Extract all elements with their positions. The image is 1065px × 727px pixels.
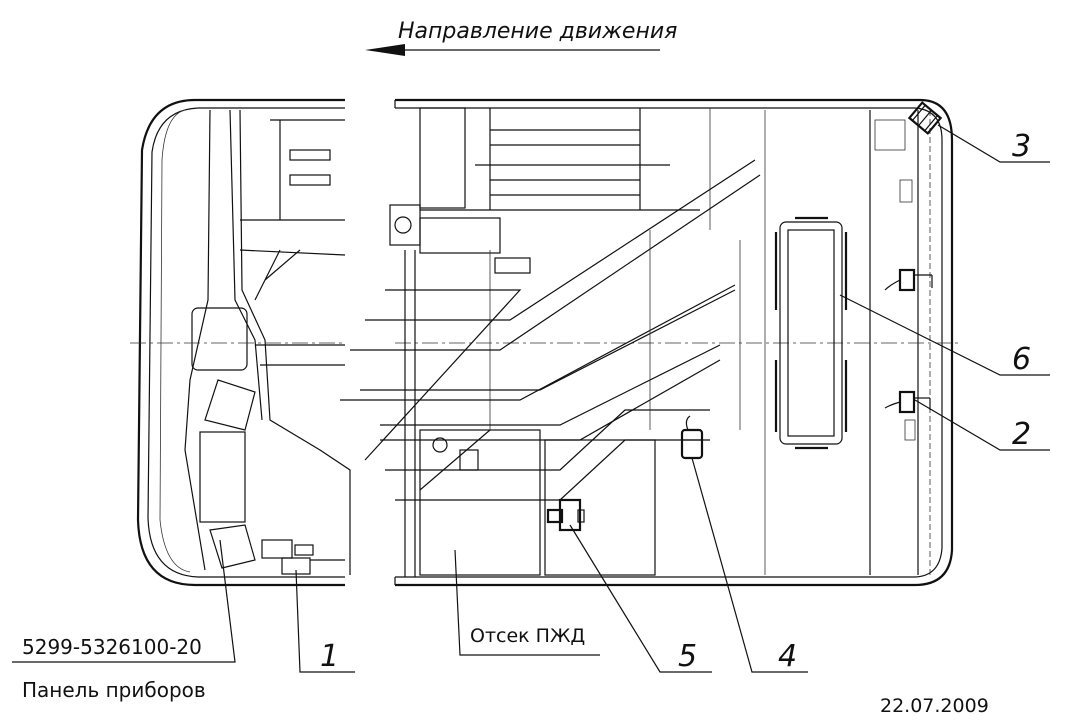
front-seat-1 bbox=[289, 149, 331, 161]
compartment-part bbox=[459, 449, 479, 471]
seat-outline-9 bbox=[395, 439, 710, 501]
seat-outline-3 bbox=[350, 174, 761, 351]
date-stamp: 22.07.2009 bbox=[880, 695, 989, 717]
compartment-diag bbox=[419, 429, 491, 491]
front-step-2 bbox=[239, 249, 346, 256]
leader-3 bbox=[937, 124, 1050, 163]
callout-6: 6 bbox=[1012, 342, 1031, 377]
direction-arrowhead bbox=[365, 44, 405, 56]
component-3 bbox=[907, 101, 943, 135]
front-seat-2 bbox=[289, 174, 331, 186]
cab-partition-inner bbox=[229, 109, 263, 421]
callout-5: 5 bbox=[678, 639, 697, 674]
component-4 bbox=[680, 415, 704, 460]
front-body-outline bbox=[136, 98, 345, 587]
direction-label: Направление движения bbox=[398, 19, 677, 44]
instrument-block-4 bbox=[209, 524, 256, 569]
leader-5 bbox=[569, 524, 712, 673]
dashboard-contour bbox=[184, 109, 211, 571]
callout-1: 1 bbox=[320, 639, 339, 674]
main-body-outline bbox=[395, 98, 954, 587]
callout-2: 2 bbox=[1012, 417, 1031, 452]
seat-outline-1 bbox=[364, 289, 522, 461]
leader-6 bbox=[839, 294, 1050, 376]
direction-indicator: Направление движения bbox=[365, 19, 677, 56]
compartment-valve bbox=[432, 437, 448, 453]
hatch-wheel bbox=[394, 216, 412, 234]
front-brace-1 bbox=[254, 249, 281, 301]
instrument-block-3 bbox=[199, 431, 246, 523]
front-section bbox=[130, 98, 351, 587]
leader-compartment bbox=[454, 549, 600, 656]
front-windshield-line bbox=[159, 109, 191, 573]
compartment-label: Отсек ПЖД bbox=[470, 625, 585, 647]
wall-box-3 bbox=[904, 419, 916, 441]
hatch-latch bbox=[494, 257, 531, 274]
seat-outline-2 bbox=[365, 159, 756, 321]
panel-box bbox=[261, 539, 293, 559]
stair-frame bbox=[419, 107, 466, 209]
main-section bbox=[340, 98, 960, 587]
panel-label: Панель приборов bbox=[22, 678, 206, 702]
leader-panel bbox=[12, 539, 236, 663]
main-body-inner bbox=[395, 107, 943, 578]
hatch-box bbox=[419, 217, 501, 254]
seat-outline-4 bbox=[360, 289, 736, 391]
connector-1-plug bbox=[294, 544, 314, 556]
wall-box-1 bbox=[874, 119, 906, 151]
leader-2 bbox=[914, 399, 1050, 451]
component-2-lower bbox=[884, 390, 931, 414]
bench bbox=[779, 221, 843, 445]
instrument-block-1 bbox=[191, 307, 248, 371]
callout-3: 3 bbox=[1012, 129, 1031, 164]
seat-outline-5 bbox=[340, 284, 736, 401]
leader-4 bbox=[691, 457, 808, 673]
callout-4: 4 bbox=[778, 639, 797, 674]
compartment-box-2 bbox=[544, 439, 656, 576]
components bbox=[546, 101, 943, 532]
front-brace-2 bbox=[264, 249, 301, 281]
instrument-block-2 bbox=[204, 379, 256, 431]
cab-partition bbox=[239, 109, 351, 575]
component-2-upper bbox=[884, 268, 933, 292]
bench-inner bbox=[787, 229, 835, 437]
leader-1 bbox=[295, 569, 355, 673]
wall-box-2 bbox=[899, 179, 913, 203]
compartment-box-1 bbox=[419, 429, 541, 576]
part-number: 5299-5326100-20 bbox=[22, 635, 202, 659]
seat-outline-6 bbox=[380, 344, 721, 426]
leader-lines bbox=[12, 124, 1050, 673]
labels: 1 2 3 4 5 6 5299-5326100-20 Панель прибо… bbox=[22, 129, 1031, 717]
component-5 bbox=[546, 498, 585, 532]
